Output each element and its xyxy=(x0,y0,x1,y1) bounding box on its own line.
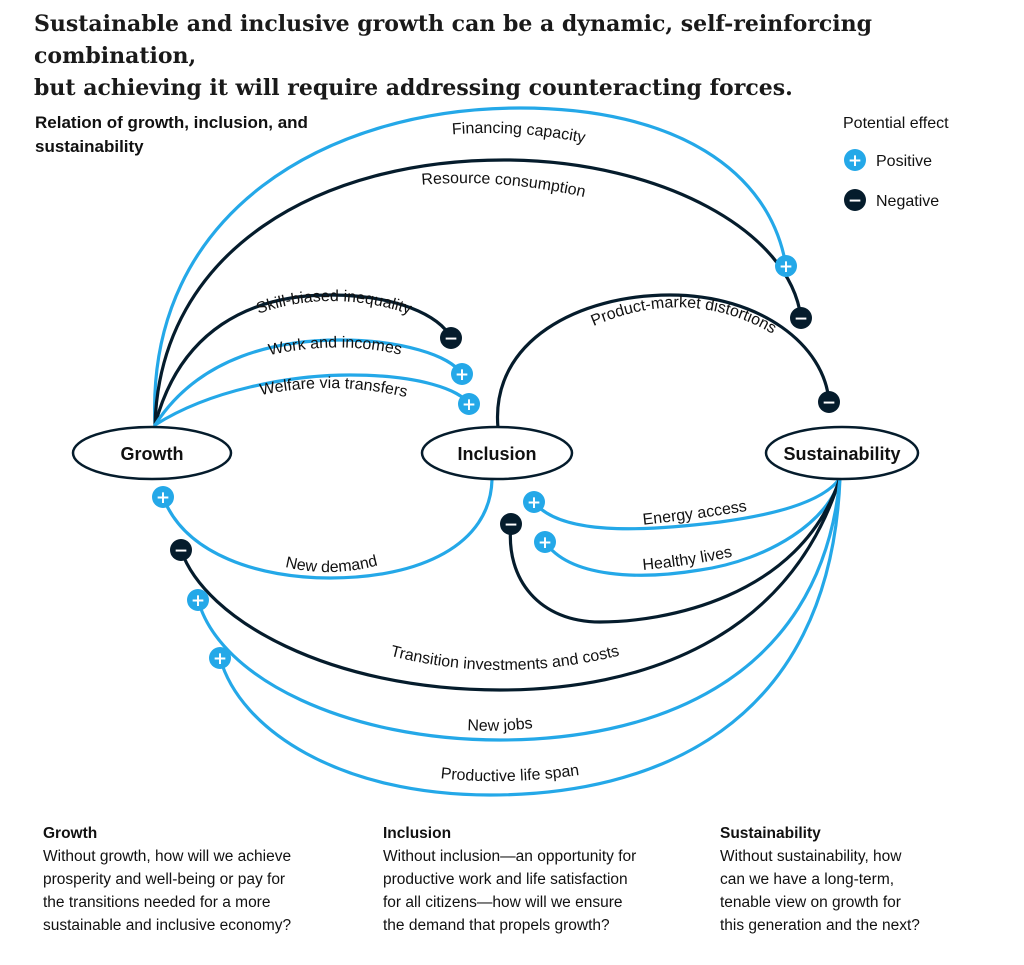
plus-icon: + xyxy=(152,486,174,508)
sustainability-description-line: can we have a long-term, xyxy=(720,871,895,888)
svg-text:+: + xyxy=(538,533,552,553)
svg-text:+: + xyxy=(779,257,793,277)
label-transition-investments: Transition investments and costs xyxy=(389,643,621,674)
legend: Potential effect + Positive − Negative xyxy=(843,115,949,211)
growth-description-line: the transitions needed for a more xyxy=(43,894,271,911)
negative-icon: − xyxy=(844,189,866,211)
growth-description-line: sustainable and inclusive economy? xyxy=(43,917,292,934)
subtitle-line-1: Relation of growth, inclusion, and xyxy=(35,113,308,132)
link-skill-biased-inequality xyxy=(153,293,453,427)
inclusion-description-line: productive work and life satisfaction xyxy=(383,871,628,888)
positive-icon: + xyxy=(844,149,866,171)
svg-text:+: + xyxy=(462,395,476,415)
inclusion-description: Inclusion Without inclusion—an opportuni… xyxy=(383,822,636,937)
inclusion-description-line: Without inclusion—an opportunity for xyxy=(383,848,637,865)
growth-description-heading: Growth xyxy=(43,825,98,842)
plus-icon: + xyxy=(458,393,480,415)
growth-description: Growth Without growth, how will we achie… xyxy=(43,822,291,937)
growth-description-line: prosperity and well-being or pay for xyxy=(43,871,286,888)
link-energy-access xyxy=(532,476,842,531)
svg-text:−: − xyxy=(794,309,808,329)
legend-title: Potential effect xyxy=(843,115,949,132)
inclusion-description-heading: Inclusion xyxy=(383,825,452,842)
label-resource-consumption: Resource consumption xyxy=(421,170,587,201)
sustainability-description: Sustainability Without sustainability, h… xyxy=(720,822,920,937)
link-work-and-incomes xyxy=(153,338,464,427)
inclusion-description-line: for all citizens—how will we ensure xyxy=(383,894,623,911)
label-financing-capacity: Financing capacity xyxy=(451,120,586,147)
label-welfare-via-transfers: Welfare via transfers xyxy=(258,375,409,401)
svg-text:+: + xyxy=(213,649,227,669)
label-work-and-incomes: Work and incomes xyxy=(267,334,403,359)
legend-positive-label: Positive xyxy=(876,153,932,170)
link-welfare-via-transfers xyxy=(153,373,471,427)
sustainability-description-line: Without sustainability, how xyxy=(720,848,902,865)
node-sustainability: Sustainability xyxy=(764,425,920,481)
link-new-jobs xyxy=(196,476,842,742)
minus-icon: − xyxy=(790,307,812,329)
label-new-jobs: New jobs xyxy=(467,715,533,735)
sustainability-description-line: tenable view on growth for xyxy=(720,894,901,911)
plus-icon: + xyxy=(451,363,473,385)
page-title: Sustainable and inclusive growth can be … xyxy=(34,8,1014,104)
sustainability-description-heading: Sustainability xyxy=(720,825,821,842)
node-inclusion-label: Inclusion xyxy=(457,444,536,464)
label-skill-biased-inequality: Skill-biased inequality xyxy=(254,288,413,318)
link-transition-investments xyxy=(508,476,842,624)
plus-icon: + xyxy=(187,589,209,611)
svg-text:−: − xyxy=(822,393,836,413)
node-growth: Growth xyxy=(71,425,233,481)
inclusion-description-line: the demand that propels growth? xyxy=(383,917,610,934)
diagram-subtitle: Relation of growth, inclusion, and susta… xyxy=(35,113,313,156)
svg-text:+: + xyxy=(848,151,862,171)
title-line-1: Sustainable and inclusive growth can be … xyxy=(34,11,873,69)
minus-icon: − xyxy=(818,391,840,413)
svg-text:−: − xyxy=(444,329,458,349)
legend-negative-label: Negative xyxy=(876,193,939,210)
link-healthy-lives xyxy=(543,476,842,577)
svg-text:+: + xyxy=(455,365,469,385)
node-inclusion: Inclusion xyxy=(420,425,574,481)
minus-icon: − xyxy=(170,539,192,561)
subtitle-line-2: sustainability xyxy=(35,137,144,156)
link-resource-consumption xyxy=(153,158,803,427)
svg-text:+: + xyxy=(156,488,170,508)
label-productive-life-span: Productive life span xyxy=(440,762,580,785)
sustainability-description-line: this generation and the next? xyxy=(720,917,920,934)
node-growth-label: Growth xyxy=(121,444,184,464)
title-line-2: but achieving it will require addressing… xyxy=(34,75,793,101)
svg-text:+: + xyxy=(191,591,205,611)
growth-description-line: Without growth, how will we achieve xyxy=(43,848,292,865)
link-new-demand xyxy=(161,478,494,580)
plus-icon: + xyxy=(209,647,231,669)
link-productive-life-span xyxy=(218,476,842,797)
svg-text:−: − xyxy=(848,191,862,211)
link-financing-capacity xyxy=(153,106,788,427)
minus-icon: − xyxy=(440,327,462,349)
plus-icon: + xyxy=(775,255,797,277)
plus-icon: + xyxy=(534,531,556,553)
svg-text:−: − xyxy=(174,541,188,561)
label-healthy-lives: Healthy lives xyxy=(642,544,734,574)
label-new-demand: New demand xyxy=(284,553,379,576)
link-product-market-distortions xyxy=(495,293,831,430)
plus-icon: + xyxy=(523,491,545,513)
minus-icon: − xyxy=(500,513,522,535)
link-transition-investments-to-growth xyxy=(179,476,842,692)
node-sustainability-label: Sustainability xyxy=(783,444,900,464)
svg-text:−: − xyxy=(504,515,518,535)
svg-text:+: + xyxy=(527,493,541,513)
